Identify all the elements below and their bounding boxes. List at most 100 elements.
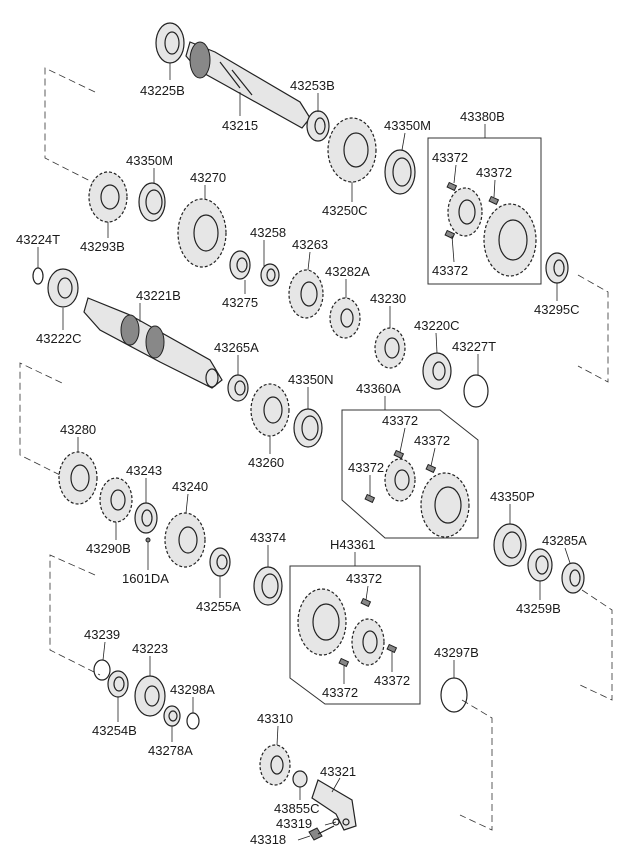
- label-43215: 43215: [222, 118, 258, 133]
- label-43290B: 43290B: [86, 541, 131, 556]
- label-43372-b: 43372: [476, 165, 512, 180]
- needle-bearing-43253B: [306, 110, 330, 142]
- sync-ring-43350P: [493, 523, 527, 567]
- label-43259B: 43259B: [516, 601, 561, 616]
- collar-43855C: [292, 770, 308, 788]
- label-43350N: 43350N: [288, 372, 334, 387]
- label-43310: 43310: [257, 711, 293, 726]
- sync-assembly-43360A: [364, 449, 470, 538]
- label-43254B: 43254B: [92, 723, 137, 738]
- needle-bearing-43265A: [227, 374, 249, 402]
- label-43230: 43230: [370, 291, 406, 306]
- gear-43280: [58, 451, 98, 505]
- box-43360A: [341, 409, 479, 539]
- label-43280: 43280: [60, 422, 96, 437]
- sync-ring-43350M-upper: [384, 149, 416, 195]
- label-43240: 43240: [172, 479, 208, 494]
- needle-bearing-43285A: [561, 562, 585, 594]
- sync-ring-43350M-left: [138, 182, 166, 222]
- label-43372-a: 43372: [432, 150, 468, 165]
- sync-assembly-43380B: [444, 181, 537, 277]
- label-43319: 43319: [276, 816, 312, 831]
- gear-43270: [177, 198, 227, 268]
- label-43360A: 43360A: [356, 381, 401, 396]
- label-43270: 43270: [190, 170, 226, 185]
- sync-assembly-H43361: [297, 588, 398, 668]
- snap-ring-43298A: [186, 712, 200, 730]
- label-43250C: 43250C: [322, 203, 368, 218]
- label-43220C: 43220C: [414, 318, 460, 333]
- label-43282A: 43282A: [325, 264, 370, 279]
- gear-43293B: [88, 171, 128, 223]
- label-43221B: 43221B: [136, 288, 181, 303]
- gear-43250C: [327, 117, 377, 183]
- gear-43260: [250, 383, 290, 437]
- gear-43240: [164, 512, 206, 568]
- label-43350M-upper: 43350M: [384, 118, 431, 133]
- label-43223: 43223: [132, 641, 168, 656]
- bearing-43220C: [422, 352, 452, 390]
- washer-43319: [332, 818, 340, 826]
- washer-43278A: [163, 705, 181, 727]
- collar-43275: [260, 263, 280, 287]
- box-43380B: [427, 137, 542, 285]
- bearing-43222C: [47, 268, 79, 308]
- label-43258: 43258: [250, 225, 286, 240]
- label-43295C: 43295C: [534, 302, 580, 317]
- label-43298A: 43298A: [170, 682, 215, 697]
- label-43255A: 43255A: [196, 599, 241, 614]
- sync-ring-43350N: [293, 408, 323, 448]
- label-43260: 43260: [248, 455, 284, 470]
- label-43372-g: 43372: [346, 571, 382, 586]
- shaft-43215: [185, 41, 311, 129]
- washer-43254B: [107, 670, 129, 698]
- needle-bearing-43258: [229, 250, 251, 280]
- label-43374: 43374: [250, 530, 286, 545]
- label-43222C: 43222C: [36, 331, 82, 346]
- label-H43361: H43361: [330, 537, 376, 552]
- collar-43243: [134, 502, 158, 543]
- label-43372-d: 43372: [382, 413, 418, 428]
- label-43350P: 43350P: [490, 489, 535, 504]
- label-43225B: 43225B: [140, 83, 185, 98]
- countershaft-43221B: [83, 297, 223, 389]
- label-43253B: 43253B: [290, 78, 335, 93]
- ring-43374: [253, 566, 283, 606]
- box-H43361: [289, 565, 421, 705]
- gear-43310: [259, 744, 291, 786]
- needle-bearing-43255A: [209, 547, 231, 577]
- label-43293B: 43293B: [80, 239, 125, 254]
- label-43275: 43275: [222, 295, 258, 310]
- label-43227T: 43227T: [452, 339, 496, 354]
- snap-ring-43224T: [32, 267, 44, 285]
- label-43224T: 43224T: [16, 232, 60, 247]
- label-43372-e: 43372: [414, 433, 450, 448]
- needle-bearing-43295C: [545, 252, 569, 284]
- label-43350M-left: 43350M: [126, 153, 173, 168]
- bolt-43318: [308, 825, 335, 841]
- gear-43230: [374, 327, 406, 369]
- label-43855C: 43855C: [274, 801, 320, 816]
- snap-ring-43297B: [440, 677, 468, 713]
- gear-43263: [288, 269, 324, 319]
- dashed-guides: [19, 67, 613, 831]
- label-43372-i: 43372: [374, 673, 410, 688]
- label-43380B: 43380B: [460, 109, 505, 124]
- label-43321: 43321: [320, 764, 356, 779]
- gear-43282A: [329, 297, 361, 339]
- label-43318: 43318: [250, 832, 286, 847]
- label-43372-f: 43372: [348, 460, 384, 475]
- label-43297B: 43297B: [434, 645, 479, 660]
- label-43263: 43263: [292, 237, 328, 252]
- label-43265A: 43265A: [214, 340, 259, 355]
- gear-43290B: [99, 477, 133, 523]
- part-labels: 43225B 43215 43253B 43350M 43380B 43250C…: [16, 78, 587, 847]
- label-43372-c: 43372: [432, 263, 468, 278]
- label-43278A: 43278A: [148, 743, 193, 758]
- bearing-43223: [134, 675, 166, 717]
- label-1601DA: 1601DA: [122, 571, 169, 586]
- bearing-43225B: [155, 22, 185, 64]
- snap-ring-43239: [93, 659, 111, 681]
